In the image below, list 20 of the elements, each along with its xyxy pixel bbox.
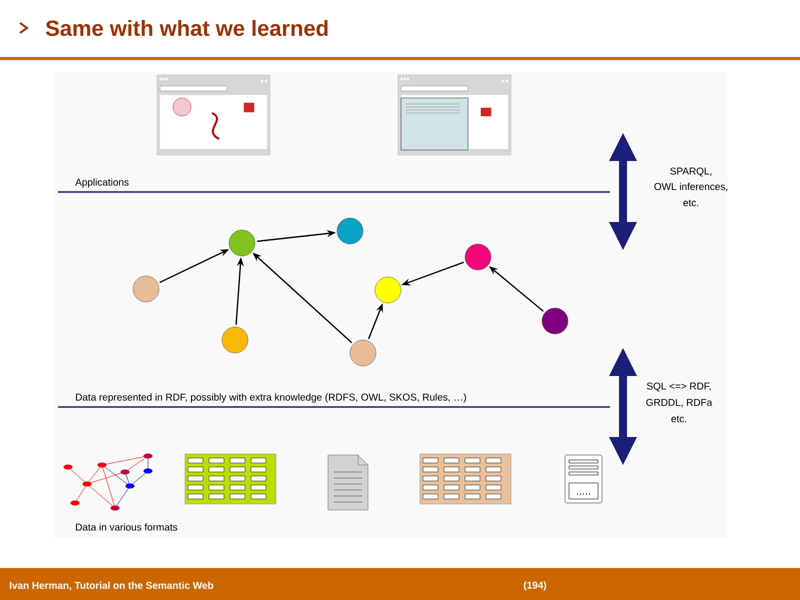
graph-node — [350, 340, 376, 366]
layer-label: Data in various formats — [76, 523, 178, 531]
arrow-note: etc. — [683, 200, 698, 206]
arrow-note: OWL inferences, — [654, 182, 728, 192]
page-number: (194) — [524, 581, 546, 591]
footer-text: Ivan Herman, Tutorial on the Semantic Web — [10, 582, 214, 590]
graph-node — [374, 276, 402, 304]
graph-node — [228, 230, 256, 256]
arrow-note: GRDDL, RDFa — [646, 398, 712, 408]
layer-label: Data represented in RDF, possibly with extra knowledge (RDFS, OWL, SKOS, Rules, …) — [76, 393, 466, 403]
arrow-note: etc. — [671, 416, 686, 422]
layer-label: Applications — [75, 178, 129, 188]
graph-node — [336, 218, 364, 244]
slide-title: Same with what we learned — [46, 20, 328, 36]
graph-node — [132, 276, 160, 302]
graph-node — [464, 244, 492, 270]
graph-node — [222, 326, 248, 354]
arrow-note: SQL <=> RDF, — [646, 382, 711, 392]
arrow-note: SPARQL, — [670, 168, 712, 176]
graph-node — [542, 308, 568, 334]
